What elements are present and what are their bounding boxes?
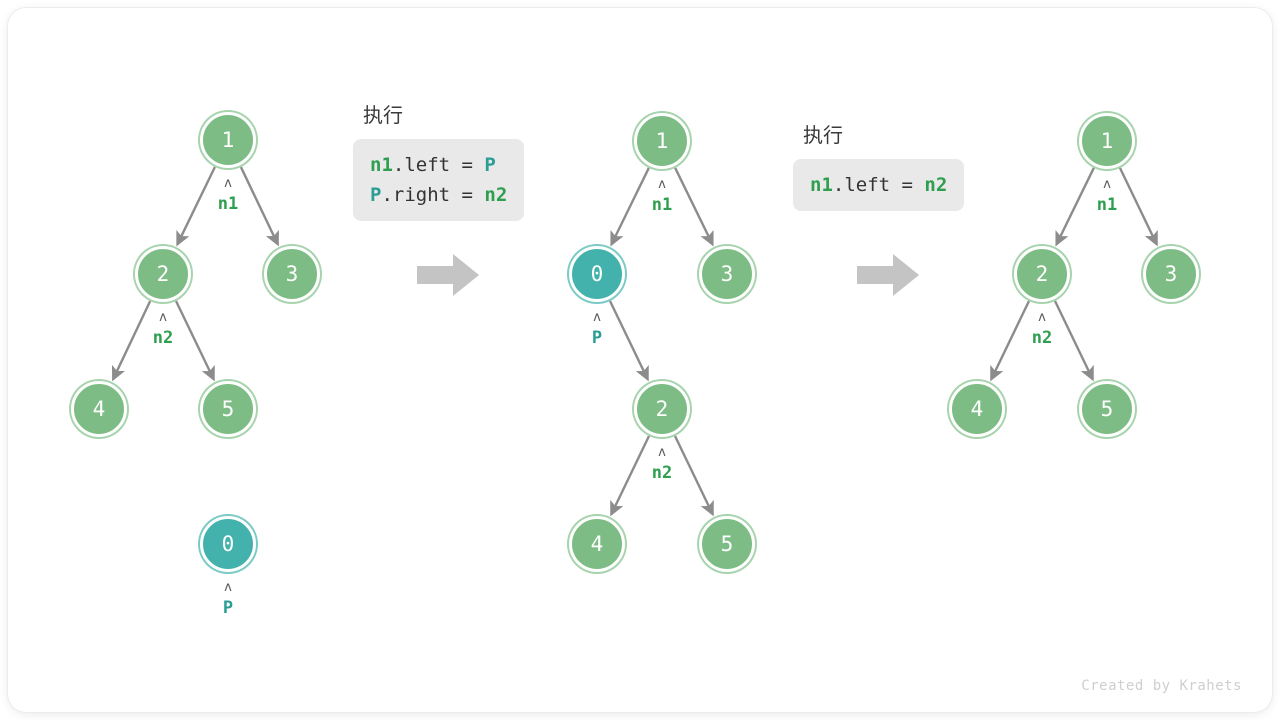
tree-node: 1 <box>1079 113 1135 169</box>
caret-up-icon: ʌ <box>224 580 232 595</box>
code-token: .right = <box>381 184 485 206</box>
code-token: n2 <box>924 174 948 196</box>
tree-node-value: 3 <box>1164 262 1178 286</box>
tree-node: 3 <box>1143 246 1199 302</box>
code-token: n1 <box>810 174 833 196</box>
code-token: P <box>484 154 496 176</box>
tree-node: 5 <box>699 516 755 572</box>
code-line: P.right = n2 <box>370 180 507 210</box>
tree-node: 5 <box>200 381 256 437</box>
tree-node: 3 <box>264 246 320 302</box>
tree-node: 0 <box>200 516 256 572</box>
tree-node: 4 <box>949 381 1005 437</box>
tree-node-value: 2 <box>655 397 669 421</box>
pointer-label: ʌ n1 <box>627 177 697 216</box>
caret-up-icon: ʌ <box>1038 310 1046 325</box>
pointer-label: ʌ n1 <box>193 176 263 215</box>
tree-node-value: 4 <box>92 397 106 421</box>
pointer-label-text: n1 <box>1096 195 1118 215</box>
code-line: n1.left = P <box>370 150 507 180</box>
tree-node: 3 <box>699 246 755 302</box>
code-token: n1 <box>370 154 393 176</box>
code-token: P <box>370 184 382 206</box>
pointer-label-text: P <box>591 328 603 348</box>
tree-node-value: 5 <box>720 532 734 556</box>
pointer-label-text: n2 <box>152 328 174 348</box>
caret-up-icon: ʌ <box>593 310 601 325</box>
caret-up-icon: ʌ <box>159 310 167 325</box>
watermark: Created by Krahets <box>1081 678 1242 694</box>
step-arrow-right-icon <box>857 252 919 298</box>
tree-node: 5 <box>1079 381 1135 437</box>
caret-up-icon: ʌ <box>224 176 232 191</box>
tree-node-value: 1 <box>655 129 669 153</box>
caret-up-icon: ʌ <box>1103 177 1111 192</box>
step-caption: 执行 <box>363 105 403 127</box>
tree-node-value: 5 <box>221 397 235 421</box>
tree-node: 2 <box>634 381 690 437</box>
code-block: n1.left = n2 <box>793 159 965 211</box>
tree-node-value: 0 <box>221 532 235 556</box>
step-caption: 执行 <box>803 125 843 147</box>
tree-node-value: 4 <box>970 397 984 421</box>
pointer-label: ʌ n2 <box>1007 310 1077 349</box>
tree-node: 4 <box>71 381 127 437</box>
caret-up-icon: ʌ <box>658 445 666 460</box>
tree-node-value: 1 <box>221 128 235 152</box>
pointer-label-text: n2 <box>1031 328 1053 348</box>
tree-node: 2 <box>135 246 191 302</box>
tree-node-value: 5 <box>1100 397 1114 421</box>
pointer-label-text: n1 <box>651 195 673 215</box>
tree-node-value: 0 <box>590 262 604 286</box>
tree-node-value: 1 <box>1100 129 1114 153</box>
tree-node-value: 2 <box>156 262 170 286</box>
pointer-label: ʌ n2 <box>627 445 697 484</box>
step-arrow-right-icon <box>417 252 479 298</box>
tree-node: 0 <box>569 246 625 302</box>
pointer-label: ʌ n2 <box>128 310 198 349</box>
pointer-label: ʌ n1 <box>1072 177 1142 216</box>
pointer-label-text: n1 <box>217 194 239 214</box>
tree-node: 1 <box>634 113 690 169</box>
tree-node: 1 <box>200 112 256 168</box>
code-line: n1.left = n2 <box>810 170 947 200</box>
pointer-label-text: n2 <box>651 463 673 483</box>
tree-node: 4 <box>569 516 625 572</box>
pointer-label-text: P <box>222 598 234 618</box>
code-token: .left = <box>392 154 485 176</box>
code-token: n2 <box>484 184 508 206</box>
tree-node-value: 3 <box>720 262 734 286</box>
tree-node: 2 <box>1014 246 1070 302</box>
tree-node-value: 3 <box>285 262 299 286</box>
code-token: .left = <box>832 174 925 196</box>
tree-node-value: 4 <box>590 532 604 556</box>
caret-up-icon: ʌ <box>658 177 666 192</box>
tree-node-value: 2 <box>1035 262 1049 286</box>
